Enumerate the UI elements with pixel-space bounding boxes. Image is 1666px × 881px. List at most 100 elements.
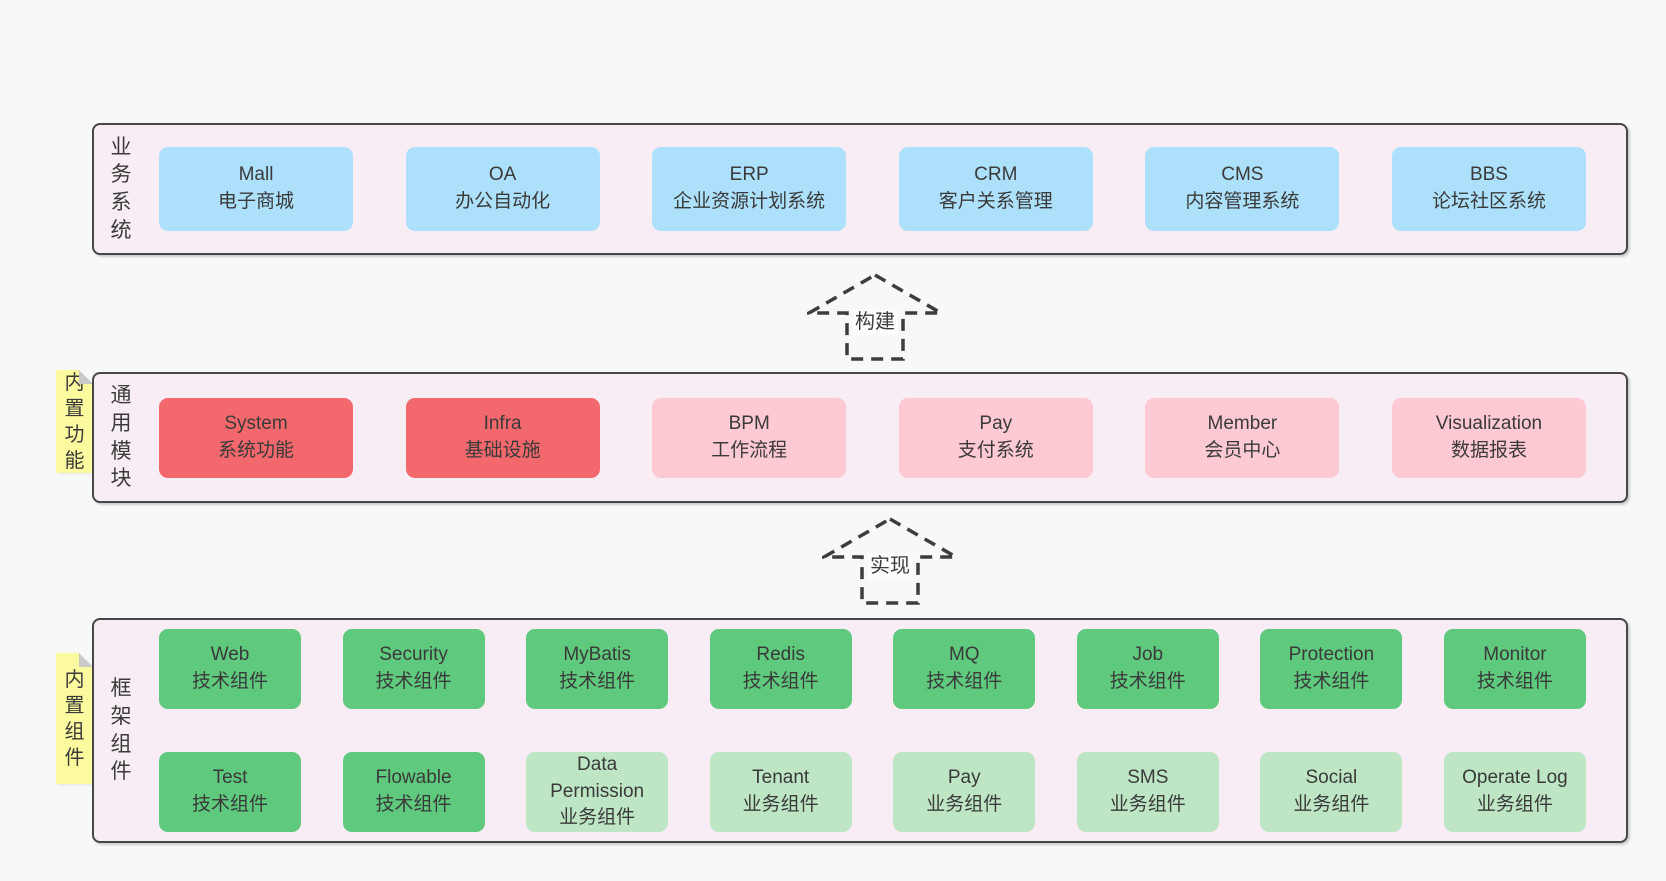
component-box-mybatis: MyBatis 技术组件: [526, 629, 669, 709]
component-box-pay: Pay 支付系统: [898, 397, 1093, 478]
component-subtitle: 内容管理系统: [1185, 191, 1300, 212]
business-system-boxes: Mall 电子商城 OA 办公自动化 ERP 企业资源计划系统 CRM 客户关系管理 CMS 内容…: [133, 125, 1626, 253]
component-subtitle: 业务组件: [926, 794, 1003, 815]
component-name: SMS: [1127, 767, 1169, 789]
component-subtitle: 系统功能: [217, 439, 294, 461]
component-name: MyBatis: [563, 644, 631, 666]
component-subtitle: 业务组件: [742, 794, 819, 815]
component-name: ERP: [729, 164, 769, 186]
component-name: BBS: [1469, 164, 1508, 186]
component-subtitle: 技术组件: [926, 671, 1003, 692]
component-subtitle: 技术组件: [1476, 671, 1553, 692]
implement-arrow-label: 实现: [867, 553, 913, 579]
component-box-social: Social 业务组件: [1260, 752, 1403, 832]
component-subtitle: 业务组件: [1476, 794, 1553, 815]
component-subtitle: 工作流程: [711, 439, 788, 461]
component-subtitle: 会员中心: [1204, 439, 1281, 461]
component-subtitle: 业务组件: [1293, 794, 1370, 815]
component-name: Social: [1305, 767, 1358, 789]
component-name: Visualization: [1435, 412, 1543, 434]
component-subtitle: 办公自动化: [455, 191, 551, 212]
component-name: Tenant: [752, 767, 810, 789]
component-subtitle: 电子商城: [217, 191, 294, 212]
component-name: Pay: [947, 767, 981, 789]
component-subtitle: 客户关系管理: [938, 191, 1053, 212]
component-name: Pay: [979, 412, 1013, 434]
build-arrow-label: 构建: [852, 309, 898, 335]
component-name: Data Permission: [550, 753, 645, 802]
component-box-security: Security 技术组件: [342, 629, 485, 709]
component-subtitle: 业务组件: [1109, 794, 1186, 815]
build-arrow: 构建: [807, 273, 943, 361]
component-box-crm: CRM 客户关系管理: [898, 147, 1093, 231]
sticky-note-text: 内置组件: [64, 668, 85, 769]
component-box-member: Member 会员中心: [1145, 397, 1340, 478]
component-name: BPM: [728, 412, 770, 434]
component-subtitle: 技术组件: [559, 671, 636, 692]
component-box-protection: Protection 技术组件: [1260, 629, 1403, 709]
component-box-system: System 系统功能: [159, 397, 353, 478]
sticky-note-text: 内置功能: [64, 371, 85, 472]
component-box-cms: CMS 内容管理系统: [1145, 147, 1340, 231]
sticky-note-built-in-features: 内置功能: [56, 370, 93, 473]
component-name: Redis: [756, 644, 805, 666]
component-box-monitor: Monitor 技术组件: [1443, 629, 1586, 709]
component-name: System: [224, 412, 288, 434]
component-subtitle: 业务组件: [559, 807, 636, 829]
component-box-tenant: Tenant 业务组件: [709, 752, 852, 832]
component-name: OA: [488, 164, 517, 186]
component-name: Web: [210, 644, 250, 666]
component-box-flowable: Flowable 技术组件: [342, 752, 485, 832]
component-name: Test: [212, 767, 248, 789]
component-box-mq: MQ 技术组件: [893, 629, 1036, 709]
component-box-visualization: Visualization 数据报表: [1391, 397, 1586, 478]
component-box-job: Job 技术组件: [1076, 629, 1219, 709]
component-name: Security: [379, 644, 448, 666]
component-subtitle: 技术组件: [1293, 671, 1370, 692]
component-name: Monitor: [1483, 644, 1547, 666]
component-box-bpm: BPM 工作流程: [652, 397, 847, 478]
component-box-bbs: BBS 论坛社区系统: [1391, 147, 1586, 231]
component-subtitle: 论坛社区系统: [1431, 191, 1546, 212]
component-subtitle: 技术组件: [742, 671, 819, 692]
component-subtitle: 支付系统: [957, 439, 1034, 461]
component-name: Mall: [238, 164, 274, 186]
component-name: Job: [1132, 644, 1164, 666]
component-subtitle: 技术组件: [1109, 671, 1186, 692]
layer-framework-components-label: 框架组件: [110, 677, 132, 784]
implement-arrow: 实现: [822, 517, 958, 605]
dashed-up-arrow-icon: [822, 517, 958, 605]
component-box-erp: ERP 企业资源计划系统: [652, 147, 847, 231]
layer-business-systems-label: 业务系统: [110, 135, 132, 242]
component-box-web: Web 技术组件: [159, 629, 301, 709]
layer-common-modules-label: 通用模块: [110, 384, 132, 491]
component-subtitle: 技术组件: [375, 794, 452, 815]
component-name: CRM: [974, 164, 1018, 186]
component-name: Protection: [1288, 644, 1375, 666]
component-name: CMS: [1221, 164, 1264, 186]
component-box-mall: Mall 电子商城: [159, 147, 353, 231]
component-subtitle: 技术组件: [191, 671, 268, 692]
sticky-note-built-in-components: 内置组件: [56, 653, 93, 784]
component-box-pay: Pay 业务组件: [893, 752, 1036, 832]
component-name: Infra: [483, 412, 522, 434]
component-subtitle: 技术组件: [375, 671, 452, 692]
component-name: Member: [1207, 412, 1278, 434]
component-subtitle: 技术组件: [191, 794, 268, 815]
component-name: MQ: [948, 644, 980, 666]
component-subtitle: 企业资源计划系统: [673, 191, 826, 212]
component-box-test: Test 技术组件: [159, 752, 301, 832]
component-box-sms: SMS 业务组件: [1076, 752, 1219, 832]
component-box-redis: Redis 技术组件: [709, 629, 852, 709]
component-box-data-permission: Data Permission 业务组件: [526, 752, 669, 832]
component-subtitle: 数据报表: [1450, 439, 1527, 461]
component-name: Flowable: [375, 767, 452, 789]
